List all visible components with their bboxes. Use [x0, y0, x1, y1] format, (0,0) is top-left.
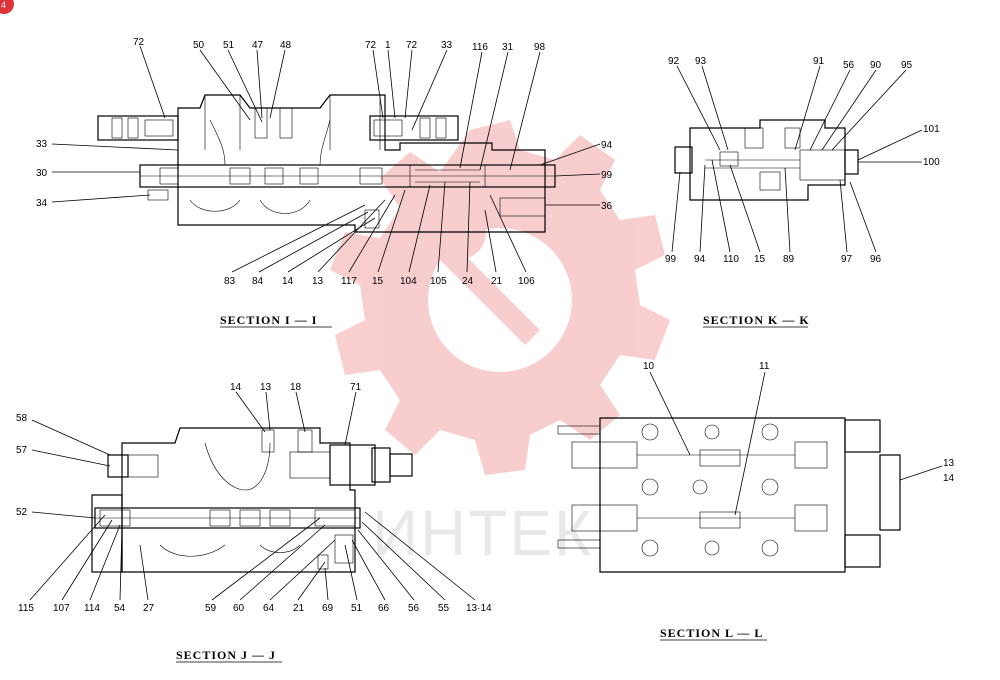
part-label: 47	[252, 40, 264, 51]
part-label: 51	[223, 40, 235, 51]
part-label: 72	[406, 40, 418, 51]
part-label: 96	[870, 254, 882, 265]
section-jj-title: SECTION J — J	[176, 648, 276, 662]
part-label: 99	[601, 170, 613, 181]
part-label: 101	[923, 124, 940, 135]
part-label: 24	[462, 276, 474, 287]
section-ii-title: SECTION I — I	[220, 313, 317, 327]
part-label: 97	[841, 254, 853, 265]
part-label: 110	[723, 254, 739, 265]
part-label: 116	[472, 42, 488, 53]
part-label: 117	[341, 276, 357, 287]
part-label: 48	[280, 40, 292, 51]
part-label: 114	[84, 603, 100, 614]
part-label: 69	[322, 603, 334, 614]
section-titles: SECTION I — I SECTION K — K SECTION J — …	[176, 313, 810, 663]
section-ll-labels: 10 11 13 14	[643, 361, 955, 484]
part-label: 54	[114, 603, 126, 614]
part-label: 115	[18, 603, 34, 614]
part-label: 107	[53, 603, 70, 614]
part-label: 13	[312, 276, 324, 287]
watermark: ИНТЕК	[330, 120, 670, 569]
part-label: 106	[518, 276, 535, 287]
part-label: 58	[16, 413, 28, 424]
part-label: 94	[601, 140, 613, 151]
part-label: 33	[36, 139, 48, 150]
part-label: 104	[400, 276, 417, 287]
part-label: 92	[668, 56, 680, 67]
part-label: 18	[290, 382, 302, 393]
part-label: 13·14	[466, 603, 492, 614]
corner-badge	[0, 0, 14, 14]
section-jj-labels: 14 13 18 71 58 57 52 115 107 114 54 27 5…	[16, 382, 492, 614]
part-label: 93	[695, 56, 707, 67]
part-label: 34	[36, 198, 48, 209]
part-label: 95	[901, 60, 913, 71]
part-label: 100	[923, 157, 940, 168]
part-label: 30	[36, 168, 48, 179]
part-label: 1	[385, 40, 391, 51]
part-label: 13	[260, 382, 272, 393]
part-label: 98	[534, 42, 546, 53]
part-label: 72	[365, 40, 377, 51]
section-kk-labels: 92 93 91 56 90 95 101 100 99 94 110 15 8…	[665, 56, 940, 265]
part-label: 21	[293, 603, 305, 614]
part-label: 14	[943, 473, 955, 484]
part-label: 11	[759, 361, 770, 372]
watermark-wrench-icon	[430, 204, 540, 345]
part-label: 94	[694, 254, 706, 265]
watermark-text: ИНТЕК	[372, 497, 593, 569]
part-label: 60	[233, 603, 245, 614]
part-label: 55	[438, 603, 450, 614]
section-kk-title: SECTION K — K	[703, 313, 810, 327]
leader-lines	[29, 45, 943, 601]
part-label: 27	[143, 603, 155, 614]
part-label: 33	[441, 40, 453, 51]
part-label: 56	[408, 603, 420, 614]
corner-badge-label: 4	[1, 0, 6, 10]
part-label: 36	[601, 201, 613, 212]
section-jj-drawing	[91, 427, 413, 573]
part-label: 99	[665, 254, 677, 265]
part-label: 57	[16, 445, 28, 456]
part-label: 64	[263, 603, 275, 614]
part-label: 31	[502, 42, 514, 53]
part-label: 50	[193, 40, 205, 51]
part-label: 84	[252, 276, 264, 287]
part-label: 51	[351, 603, 363, 614]
part-label: 56	[843, 60, 855, 71]
section-kk-drawing	[674, 119, 859, 201]
part-label: 59	[205, 603, 217, 614]
section-ll-title: SECTION L — L	[660, 626, 763, 640]
part-label: 66	[378, 603, 390, 614]
part-label: 13	[943, 458, 955, 469]
part-label: 90	[870, 60, 882, 71]
part-label: 83	[224, 276, 236, 287]
section-ii-labels: 72 50 51 47 48 72 1 72 33 116 31 98 33 3…	[36, 37, 613, 287]
part-label: 89	[783, 254, 795, 265]
part-label: 105	[430, 276, 447, 287]
part-label: 14	[230, 382, 242, 393]
part-label: 72	[133, 37, 145, 48]
part-label: 15	[372, 276, 384, 287]
part-label: 91	[813, 56, 825, 67]
part-label: 52	[16, 507, 28, 518]
part-label: 14	[282, 276, 294, 287]
section-ll-drawing	[557, 417, 901, 573]
part-label: 71	[350, 382, 362, 393]
part-label: 21	[491, 276, 503, 287]
part-label: 15	[754, 254, 766, 265]
part-label: 10	[643, 361, 655, 372]
